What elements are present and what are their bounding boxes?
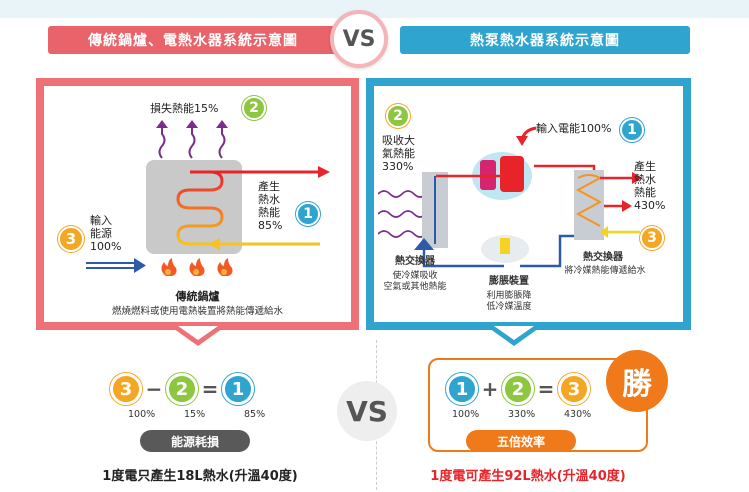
eq-left-op-1: − — [145, 377, 163, 401]
evaporator-coil — [434, 176, 436, 244]
expansion-title: 膨脹裝置 — [489, 276, 529, 287]
eq-left-num-2: 2 — [166, 373, 198, 405]
eq-right-op-1: + — [481, 377, 499, 401]
right-produce-num-badge: 3 — [640, 226, 664, 250]
right-produce-label: 產生 熱水 熱能 430% — [634, 160, 666, 212]
left-result: 1度電只產生18L熱水(升溫40度) — [102, 469, 298, 484]
eq-right-op-2: = — [537, 377, 555, 401]
left-input-arrow — [86, 258, 146, 273]
eq-right-num-2: 2 — [502, 373, 534, 405]
refrigerant-pipes — [414, 164, 632, 268]
right-result: 1度電可產生92L熱水(升溫40度) — [430, 469, 626, 484]
right-header: 熱泵熱水器系統示意圖 — [400, 26, 690, 54]
vs-badge-top: VS — [330, 10, 388, 68]
flame-icons — [161, 258, 233, 276]
boiler-desc: 燃燒燃料或使用電熱裝置將熱能傳遞給水 — [111, 306, 283, 317]
top-band — [0, 0, 749, 18]
eq-left-num-1: 3 — [110, 373, 142, 405]
hx2-title: 熱交換器 — [583, 252, 623, 263]
absorb-label: 吸收大 氣熱能 330% — [382, 134, 415, 173]
left-equation: 3 − 2 = 1 — [110, 372, 280, 406]
right-pointer — [486, 326, 542, 346]
win-badge: 勝 — [606, 350, 668, 412]
condenser-exchanger — [574, 170, 604, 240]
left-produce-num-badge: 1 — [296, 202, 320, 226]
expansion-valve — [481, 235, 529, 263]
power-arrow — [516, 126, 537, 146]
boiler-coil — [176, 166, 330, 250]
left-produce-label: 產生 熱水 熱能 85% — [258, 180, 283, 232]
hx1-desc: 使冷媒吸收 空氣或其他熱能 — [383, 271, 447, 292]
power-input-label: 輸入電能100% — [536, 122, 612, 135]
left-input-num-badge: 3 — [58, 226, 84, 252]
energy-loss-pill: 能源耗損 — [140, 430, 250, 452]
heat-loss-arrows — [156, 120, 228, 159]
vs-badge-bottom: VS — [337, 381, 397, 441]
efficiency-pill: 五倍效率 — [466, 430, 576, 452]
expansion-desc: 利用膨脹降 低冷媒溫度 — [486, 291, 532, 312]
left-input-label: 輸入 能源 100% — [90, 214, 122, 253]
hx1-title: 熱交換器 — [395, 256, 435, 267]
eq-right-num-1: 1 — [446, 373, 478, 405]
boiler-title: 傳統鍋爐 — [175, 290, 220, 303]
power-input-num-badge: 1 — [620, 118, 644, 142]
loss-label: 損失熱能15% — [150, 102, 219, 115]
eq-left-num-3: 1 — [222, 373, 254, 405]
eq-right-num-3: 3 — [558, 373, 590, 405]
eq-left-op-2: = — [201, 377, 219, 401]
hot-cold-arrows — [600, 172, 642, 238]
absorb-num-badge: 2 — [386, 104, 410, 128]
loss-num-badge: 2 — [242, 96, 266, 120]
condenser-coil — [575, 174, 603, 227]
right-equation: 1 + 2 = 3 — [446, 372, 616, 406]
left-header: 傳統鍋爐、電熱水器系統示意圖 — [48, 26, 338, 54]
left-pointer — [170, 326, 226, 346]
hx2-desc: 將冷媒熱能傳遞給水 — [564, 266, 646, 276]
